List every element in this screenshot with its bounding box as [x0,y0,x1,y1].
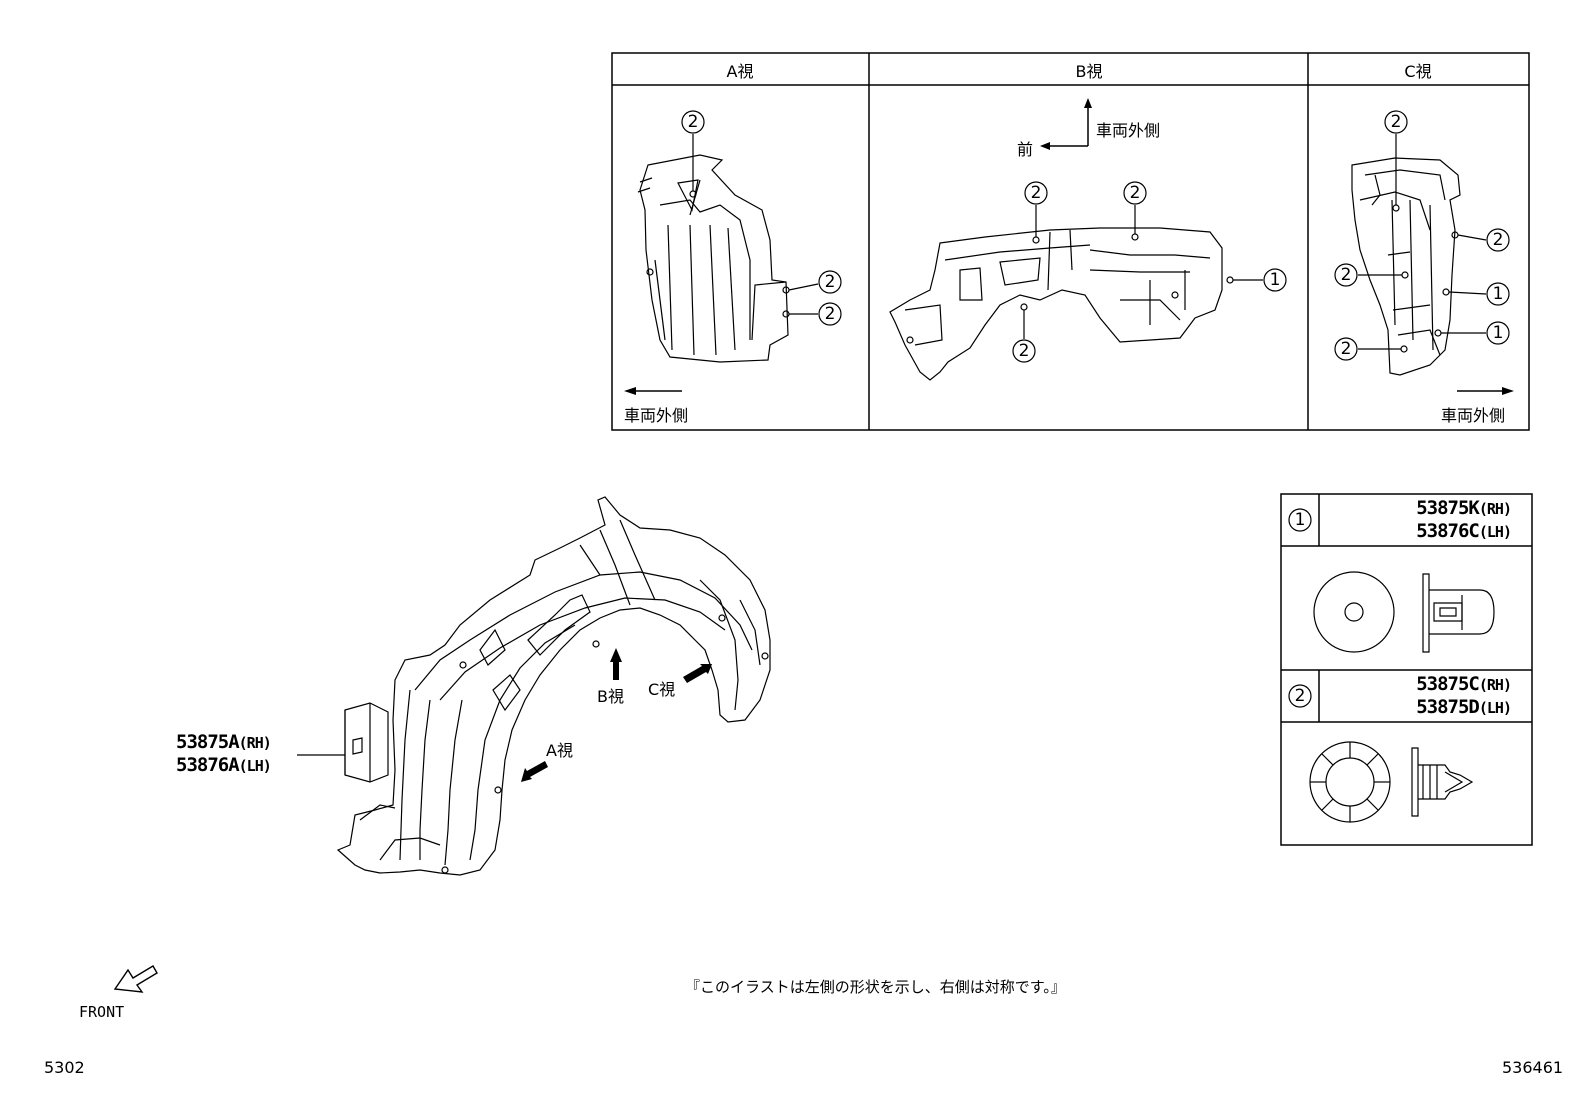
view-c-outside-label: 車両外側 [1441,406,1506,425]
view-b-arrow [610,648,622,680]
callout-a-3: 2 [825,304,836,324]
clip-2-rh-suffix: (RH) [1478,676,1512,694]
clip-2-part-numbers: 53875C(RH) 53875D(LH) [1371,673,1512,719]
clip-2-rh: 53875C [1416,673,1480,695]
pointer-b-label: B視 [597,687,624,706]
main-part-number: 53875A(RH) 53876A(LH) [176,731,298,777]
clip-1-lh: 53876C [1416,520,1480,542]
clip-1-washer [1313,571,1395,653]
clip-2-lh-suffix: (LH) [1478,699,1512,717]
part-rh: 53875A [176,731,240,753]
callout-a-2: 2 [825,272,836,292]
callout-c-3: 2 [1341,265,1352,285]
clip-2-lh: 53875D [1416,696,1480,718]
part-rh-suffix: (RH) [238,734,272,752]
footer-left-code: 5302 [44,1058,85,1077]
clip-1-part-numbers: 53875K(RH) 53876C(LH) [1371,497,1512,543]
callout-c-1: 2 [1391,112,1402,132]
front-label: FRONT [79,1003,125,1021]
part-lh-suffix: (LH) [238,757,272,775]
pointer-a-label: A視 [546,741,573,760]
clip-1-rh: 53875K [1416,497,1480,519]
view-c-arrow [683,664,712,683]
callout-c-2: 2 [1493,230,1504,250]
callout-b-1: 2 [1031,183,1042,203]
callout-c-5: 2 [1341,339,1352,359]
clip-1-lh-suffix: (LH) [1478,523,1512,541]
view-a-arrow [521,761,548,782]
header-view-b: B視 [1075,62,1103,81]
callout-c-4: 1 [1493,284,1504,304]
view-a-outside-label: 車両外側 [624,406,689,425]
header-view-a: A視 [726,62,754,81]
callout-a-1: 2 [688,112,699,132]
view-b-front-label: 前 [1017,140,1034,159]
clip-callout-2: 2 [1295,686,1306,706]
footer-right-code: 536461 [1502,1058,1564,1077]
callout-b-3: 2 [1019,341,1030,361]
symmetry-note: 『このイラストは左側の形状を示し、右側は対称です。』 [685,978,1066,996]
clip-1-rh-suffix: (RH) [1478,500,1512,518]
pointer-c-label: C視 [648,680,676,699]
part-lh: 53876A [176,754,240,776]
callout-b-4: 1 [1270,270,1281,290]
header-view-c: C視 [1404,62,1432,81]
view-b-outside-label: 車両外側 [1096,121,1161,140]
clip-callout-1: 1 [1295,510,1306,530]
callout-c-6: 1 [1493,323,1504,343]
callout-b-2: 2 [1130,183,1141,203]
